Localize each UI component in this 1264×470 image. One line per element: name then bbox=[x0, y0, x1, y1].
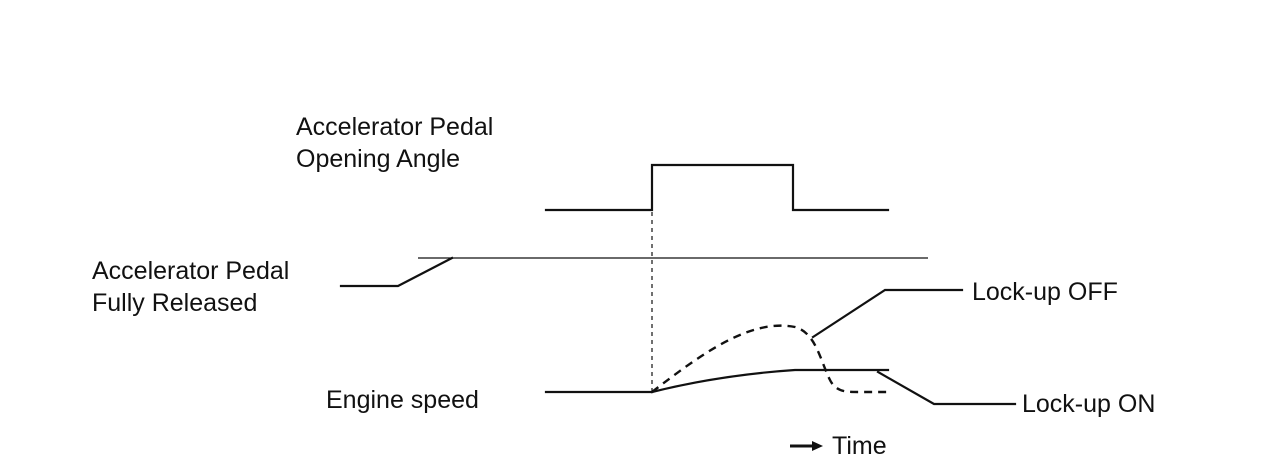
lockup-off-leader-line bbox=[811, 288, 964, 339]
lockup-on-leader-line bbox=[876, 370, 1017, 406]
engine-speed-label: Engine speed bbox=[326, 386, 479, 414]
pedal-opening-label-line2: Opening Angle bbox=[296, 145, 460, 173]
lockup-off-label: Lock-up OFF bbox=[972, 278, 1118, 306]
pedal-released-label-line1: Accelerator Pedal bbox=[92, 257, 289, 285]
lockup-off-curve bbox=[651, 324, 888, 394]
pedal-opening-signal bbox=[544, 163, 890, 212]
time-label: Time bbox=[832, 432, 887, 460]
pedal-opening-label-line1: Accelerator Pedal bbox=[296, 113, 493, 141]
lockup-on-label: Lock-up ON bbox=[1022, 390, 1155, 418]
pedal-released-label-line2: Fully Released bbox=[92, 289, 257, 317]
pedal-released-leader-line bbox=[339, 256, 454, 288]
right-arrow-icon bbox=[790, 441, 823, 451]
lockup-on-curve bbox=[650, 368, 890, 394]
